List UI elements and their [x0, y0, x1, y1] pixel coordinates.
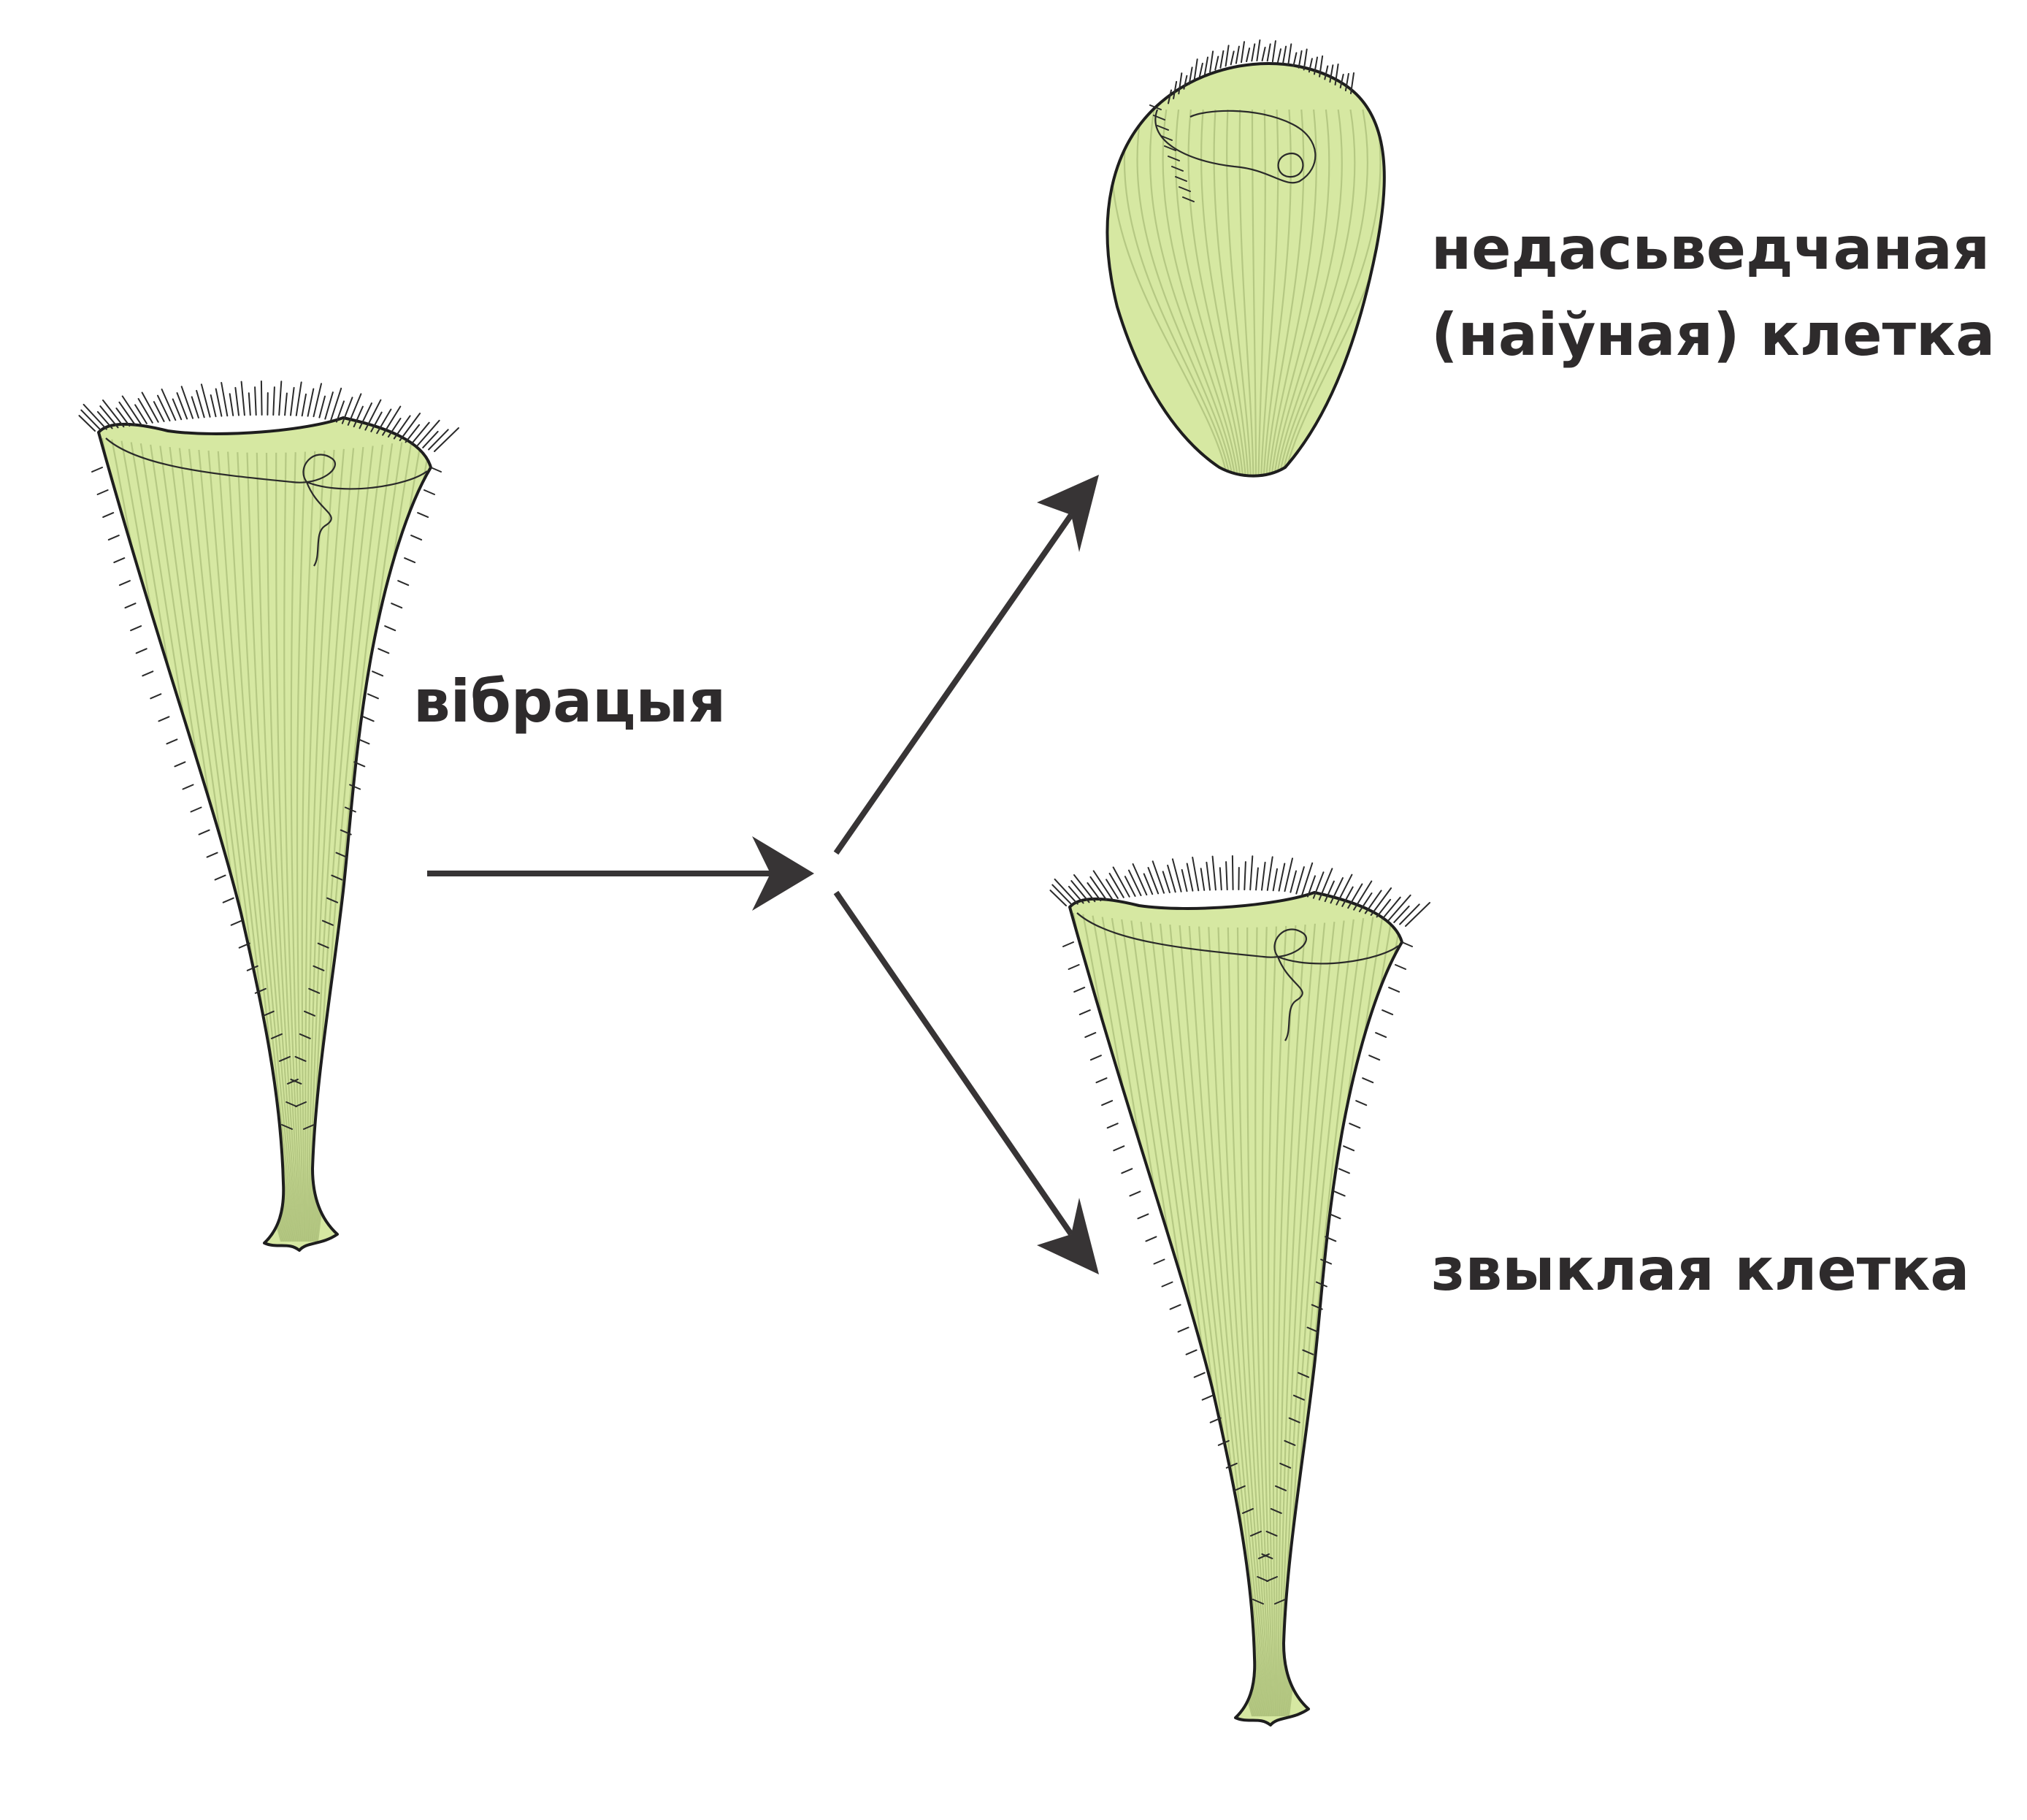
naive-cell-label: недасьведчаная (наіўная) клетка: [1431, 206, 1995, 378]
habituated-cell-label: звыклая клетка: [1431, 1236, 1970, 1304]
naive-cell-label-line1: недасьведчаная: [1431, 215, 1990, 283]
vibration-label: вібрацыя: [413, 668, 727, 735]
habituated-cell-icon: [1049, 855, 1430, 1727]
arrow-to-naive-cell: [833, 475, 1099, 855]
naive-cell-label-line2: (наіўная) клетка: [1431, 301, 1996, 369]
stimulus-cell-icon: [78, 381, 459, 1252]
arrow-to-habituated-cell: [833, 890, 1099, 1274]
stimulus-arrow: [427, 836, 814, 911]
naive-cell-icon: [1106, 39, 1386, 478]
